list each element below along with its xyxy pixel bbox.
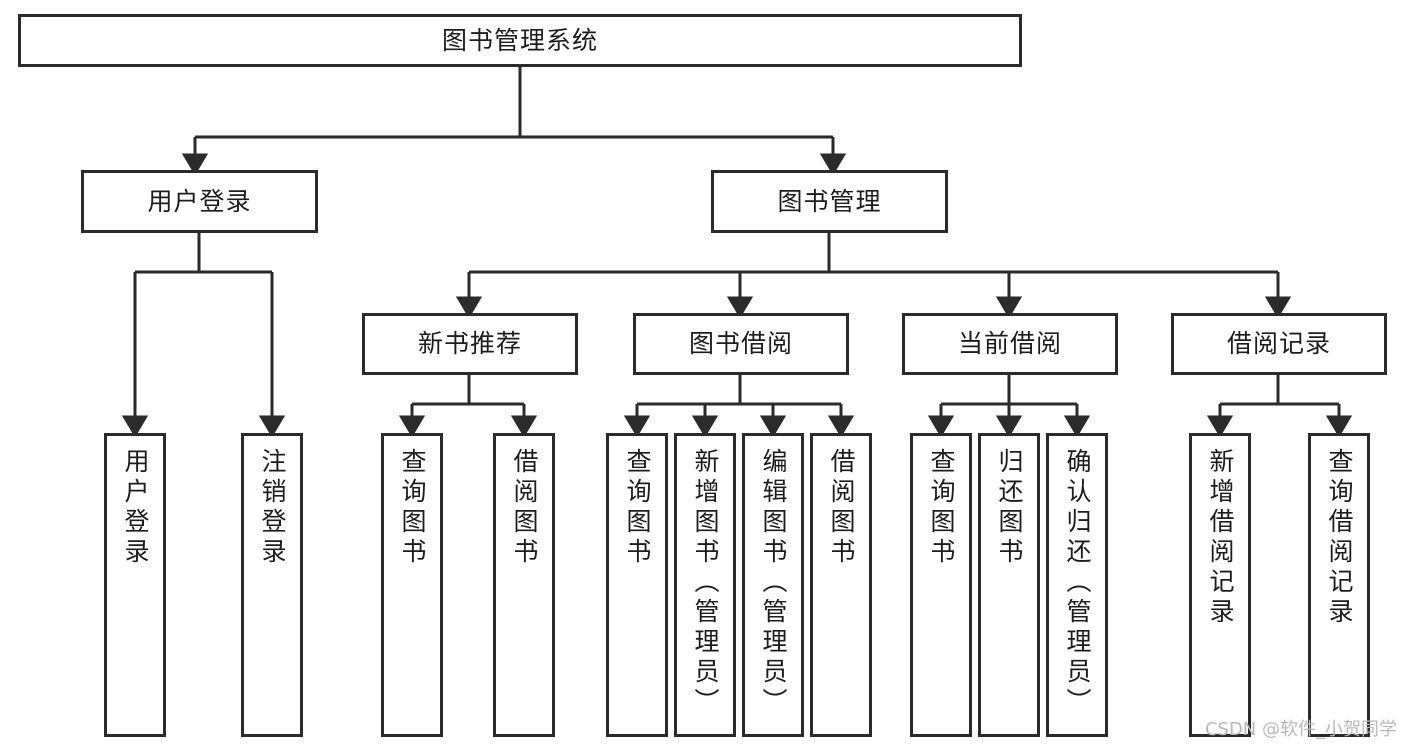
node-leaf-return-book-label: 归还图书: [995, 448, 1024, 568]
node-new-book-recommend-label: 新书推荐: [417, 329, 522, 358]
node-leaf-confirm-return[interactable]: 确认归还（管理员）: [1046, 433, 1108, 737]
node-leaf-query-record[interactable]: 查询借阅记录: [1308, 433, 1370, 737]
node-borrow-record-label: 借阅记录: [1226, 329, 1331, 358]
node-leaf-user-login[interactable]: 用户登录: [104, 433, 166, 737]
node-leaf-edit-book-label: 编辑图书（管理员）: [759, 448, 788, 718]
node-borrow-record[interactable]: 借阅记录: [1171, 313, 1387, 375]
node-leaf-borrow-book-2-label: 借阅图书: [827, 448, 856, 568]
node-leaf-query-book-2-label: 查询图书: [623, 448, 652, 568]
node-leaf-add-book-label: 新增图书（管理员）: [691, 448, 720, 718]
node-leaf-borrow-book-1[interactable]: 借阅图书: [493, 433, 555, 737]
node-leaf-confirm-return-label: 确认归还（管理员）: [1063, 448, 1092, 718]
node-book-borrow[interactable]: 图书借阅: [633, 313, 849, 375]
csdn-watermark: CSDN @软件_小贺同学: [1204, 719, 1397, 740]
node-current-borrow[interactable]: 当前借阅: [902, 313, 1118, 375]
node-leaf-user-login-label: 用户登录: [121, 448, 150, 568]
node-book-manage-label: 图书管理: [777, 186, 882, 216]
node-leaf-borrow-book-1-label: 借阅图书: [510, 448, 539, 568]
node-user-login[interactable]: 用户登录: [81, 170, 318, 233]
node-leaf-logout-label: 注销登录: [258, 448, 287, 568]
node-leaf-add-record[interactable]: 新增借阅记录: [1189, 433, 1251, 737]
node-leaf-edit-book[interactable]: 编辑图书（管理员）: [742, 433, 804, 737]
node-leaf-borrow-book-2[interactable]: 借阅图书: [810, 433, 872, 737]
node-root-system-label: 图书管理系统: [441, 25, 598, 55]
node-new-book-recommend[interactable]: 新书推荐: [362, 313, 578, 375]
node-leaf-query-book-3-label: 查询图书: [927, 448, 956, 568]
node-leaf-query-record-label: 查询借阅记录: [1325, 448, 1354, 628]
node-leaf-add-record-label: 新增借阅记录: [1206, 448, 1235, 628]
node-book-manage[interactable]: 图书管理: [711, 170, 948, 233]
node-leaf-query-book-3[interactable]: 查询图书: [910, 433, 972, 737]
node-user-login-label: 用户登录: [147, 186, 252, 216]
node-leaf-return-book[interactable]: 归还图书: [978, 433, 1040, 737]
node-current-borrow-label: 当前借阅: [957, 329, 1062, 358]
node-leaf-query-book-2[interactable]: 查询图书: [606, 433, 668, 737]
node-leaf-add-book[interactable]: 新增图书（管理员）: [674, 433, 736, 737]
node-book-borrow-label: 图书借阅: [688, 329, 793, 358]
node-leaf-query-book-1[interactable]: 查询图书: [381, 433, 443, 737]
node-root-system[interactable]: 图书管理系统: [18, 14, 1022, 67]
node-leaf-logout[interactable]: 注销登录: [241, 433, 303, 737]
node-leaf-query-book-1-label: 查询图书: [398, 448, 427, 568]
